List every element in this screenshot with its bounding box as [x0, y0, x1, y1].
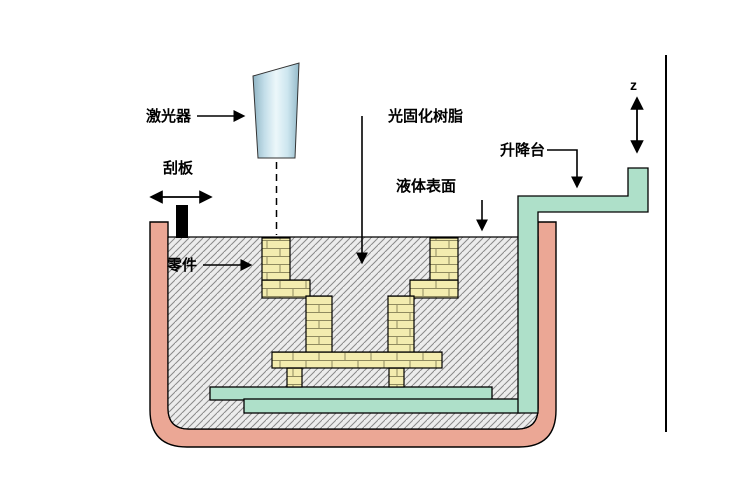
- label-liquid-surface: 液体表面: [396, 177, 456, 195]
- part-left-top-column: [261, 237, 291, 287]
- label-z-axis: z: [630, 77, 637, 93]
- printed-part: [261, 237, 459, 388]
- label-lift-platform: 升降台: [500, 141, 545, 159]
- laser-head: [252, 62, 300, 159]
- part-cross-bar: [271, 351, 443, 369]
- lift-arm: [517, 167, 649, 414]
- label-resin: 光固化树脂: [387, 107, 463, 125]
- part-left-foot: [286, 367, 303, 388]
- label-scraper: 刮板: [163, 159, 194, 177]
- part-left-step: [261, 279, 311, 299]
- part-right-lower-column: [387, 295, 415, 357]
- scraper-blade: [176, 205, 188, 238]
- label-part: 零件: [166, 256, 197, 274]
- part-right-foot: [388, 367, 405, 388]
- part-right-top-column: [429, 237, 459, 287]
- platform-top-plate: [209, 386, 493, 401]
- part-right-step: [409, 279, 459, 299]
- lift-platform-pointer-arrow: [547, 149, 583, 189]
- part-left-lower-column: [305, 295, 333, 357]
- label-laser: 激光器: [146, 107, 192, 125]
- platform-lower-plate: [243, 398, 521, 414]
